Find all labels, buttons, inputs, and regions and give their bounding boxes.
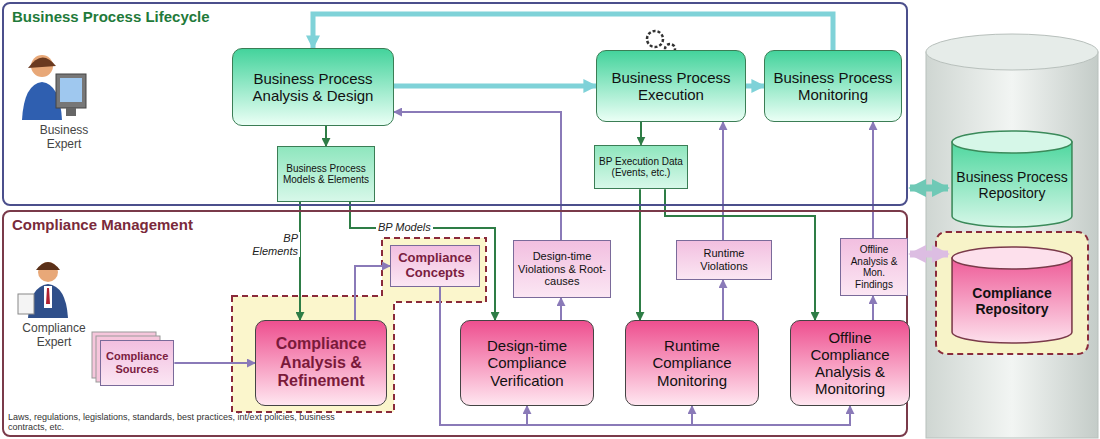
node-text: Compliance Analysis & Refinement [256, 333, 386, 392]
node-text: Compliance Repository [950, 283, 1074, 319]
node-text: Business Process Models & Elements [278, 161, 374, 188]
connector [394, 84, 596, 89]
connector [313, 14, 833, 50]
node-text: Compliance Sources [101, 348, 173, 377]
process-box: Design-time Violations & Root-causes [513, 240, 611, 298]
connector [639, 189, 641, 320]
process-box: Compliance Concepts [390, 245, 480, 287]
node-text: Offline Analysis & Mon. Findings [841, 242, 907, 292]
process-box: Compliance Analysis & Refinement [255, 320, 387, 406]
process-box: Business Process Analysis & Design [232, 48, 394, 126]
process-box: Offline Analysis & Mon. Findings [840, 238, 908, 296]
node-text: Business Process Monitoring [765, 67, 901, 106]
node-text: Runtime Violations [677, 245, 771, 274]
process-box: Compliance Sources [100, 340, 174, 386]
business-expert-icon [22, 55, 86, 120]
node-text: Business Process Analysis & Design [233, 68, 393, 107]
region-band: Business Process LifecycleBusiness Proce… [2, 2, 908, 206]
node-text: Runtime Compliance Monitoring [626, 335, 758, 391]
connector [640, 122, 642, 145]
connector [910, 185, 948, 192]
repository-cylinder: Business Process Repository [950, 128, 1074, 228]
node-text: Business Process Execution [597, 67, 745, 106]
connector [350, 202, 495, 320]
connector [355, 266, 390, 320]
process-box: Business Process Execution [596, 50, 746, 122]
region-band: Compliance ManagementCompliance Concepts… [2, 210, 908, 437]
node-text: Business Process Repository [950, 167, 1074, 203]
connector [872, 122, 874, 238]
node-text: Compliance Concepts [391, 249, 479, 283]
connector [872, 296, 874, 320]
connector [722, 280, 724, 320]
connector [665, 189, 815, 320]
connector [440, 287, 850, 425]
dashed-region [232, 238, 486, 412]
connector [325, 126, 327, 146]
connector [910, 251, 948, 258]
region-title: Compliance Management [12, 216, 193, 233]
region-title: Business Process Lifecycle [12, 8, 210, 25]
edge-label: BP Elements [240, 232, 300, 257]
node-text: BP Execution Data (Events, etc.) [595, 154, 687, 181]
storage-cylinder [926, 34, 1098, 438]
connector [722, 122, 724, 240]
process-box: Business Process Monitoring [764, 50, 902, 122]
repository-cylinder: Compliance Repository [950, 244, 1074, 344]
process-box: Runtime Violations [676, 240, 772, 280]
connector [174, 362, 255, 364]
repository-highlight [936, 232, 1088, 354]
note-label: Compliance Expert [14, 322, 94, 350]
connector [746, 84, 764, 89]
connector [560, 298, 562, 320]
node-text: Offline Compliance Analysis & Monitoring [791, 327, 909, 400]
edge-label: BP Models [376, 221, 433, 234]
process-box: BP Execution Data (Events, etc.) [594, 145, 688, 190]
process-box: Offline Compliance Analysis & Monitoring [790, 320, 910, 406]
connector [299, 202, 301, 320]
process-box: Runtime Compliance Monitoring [625, 320, 759, 406]
note-label: Business Expert [24, 124, 104, 152]
process-box: Design-time Compliance Verification [460, 320, 594, 406]
node-text: Design-time Violations & Root-causes [514, 248, 610, 290]
note-label: Laws, regulations, legislations, standar… [8, 412, 338, 433]
node-text: Design-time Compliance Verification [461, 335, 593, 391]
compliance-expert-icon [18, 262, 68, 318]
process-box: Business Process Models & Elements [277, 146, 375, 202]
